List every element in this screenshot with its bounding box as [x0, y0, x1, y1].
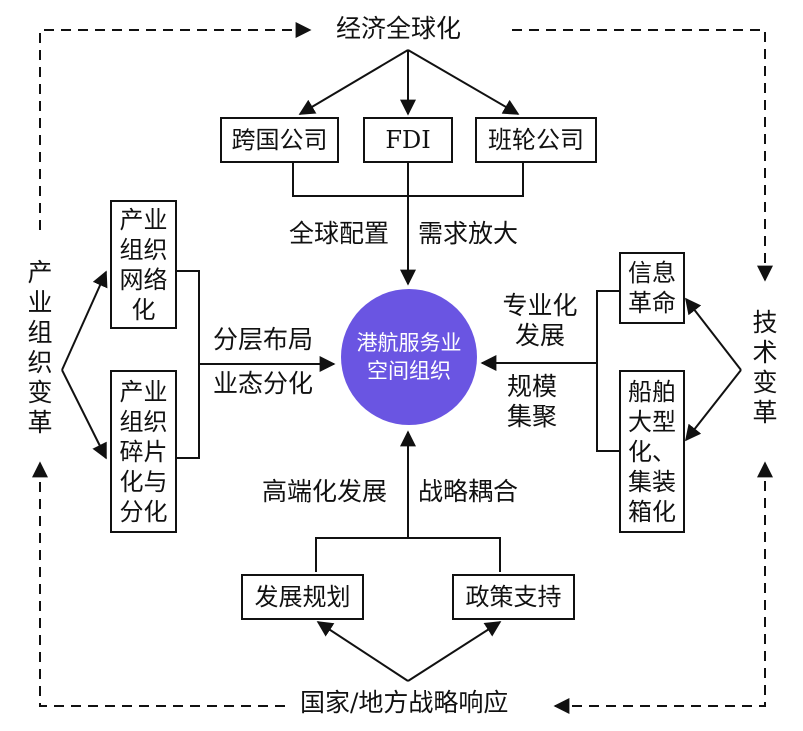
label-scale-agglomeration: 规模 集聚: [506, 372, 557, 431]
box-liner: 班轮公司: [475, 117, 597, 163]
label-format-differentiation: 业态分化: [213, 369, 314, 398]
box-development-plan: 发展规划: [241, 574, 364, 620]
label-specialization: 专业化 发展: [502, 291, 578, 350]
label-demand-amplify: 需求放大: [418, 219, 519, 248]
arrow-to-policy: [407, 621, 502, 682]
box-fdi: FDI: [363, 117, 453, 163]
right-bracket: [596, 290, 620, 452]
right-fork-lower: [685, 369, 742, 442]
box-policy-support: 政策支持: [452, 574, 575, 620]
dashed-bottom-left: [32, 461, 285, 707]
arrow-to-tnc: [298, 49, 409, 115]
label-layered-layout: 分层布局: [213, 325, 314, 354]
label-strategic-coupling: 战略耦合: [418, 477, 519, 506]
box-info-revolution: 信息 革命: [619, 252, 685, 324]
box-ship-containerization: 船舶 大型 化、 集装 箱化: [619, 370, 685, 533]
box-org-fragmentation: 产业 组织 碎片 化与 分化: [110, 370, 177, 533]
dashed-top-left: [39, 22, 312, 230]
globalization-title: 经济全球化: [336, 14, 462, 43]
box-tnc: 跨国公司: [220, 117, 339, 163]
label-high-end-development: 高端化发展: [262, 477, 388, 506]
dashed-bottom-right: [553, 461, 773, 714]
label-global-config: 全球配置: [289, 219, 390, 248]
left-fork-upper: [61, 270, 108, 371]
right-fork-upper: [685, 297, 742, 371]
arrow-to-liner: [407, 49, 520, 115]
left-bracket: [175, 270, 200, 459]
arrow-to-plan: [316, 621, 409, 682]
tech-change-label: 技 术 变 革: [752, 308, 778, 427]
left-fork-lower: [61, 369, 107, 460]
national-local-strategy-title: 国家/地方战略响应: [300, 688, 509, 717]
bottom-bracket: [315, 537, 501, 572]
center-port-shipping-services: 港航服务业 空间组织: [341, 289, 477, 425]
box-org-network: 产业 组织 网络 化: [110, 200, 177, 329]
industrial-org-change-label: 产 业 组 织 变 革: [27, 258, 53, 437]
